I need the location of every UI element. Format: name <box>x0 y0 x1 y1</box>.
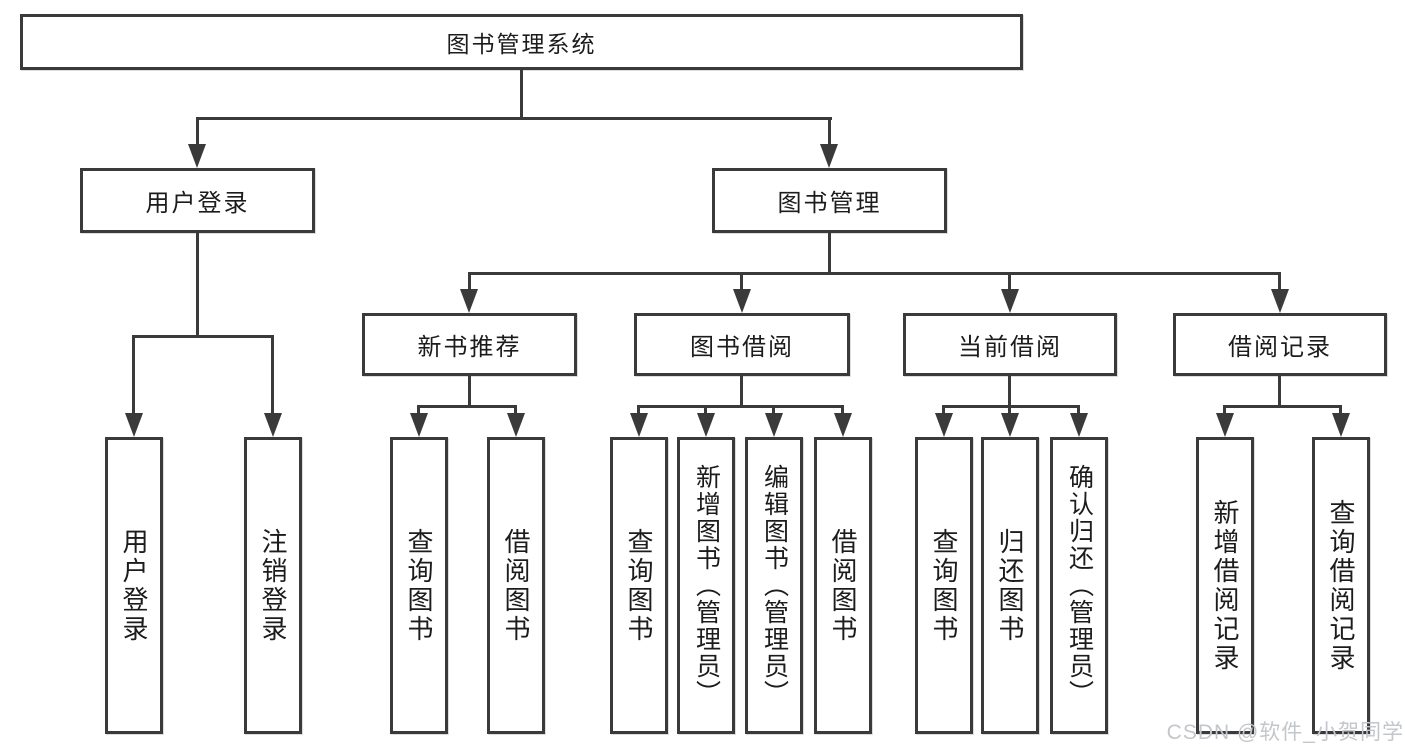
node-borrow-records: 借阅记录 <box>1173 313 1387 376</box>
connector-line <box>468 272 1281 275</box>
arrow-down-icon <box>834 413 852 437</box>
arrow-down-icon <box>264 413 282 437</box>
connector-line <box>1223 405 1226 419</box>
arrow-down-icon <box>125 413 143 437</box>
leaf-query-books-current: 查询图书 <box>915 437 973 734</box>
node-new-book-recommend: 新书推荐 <box>362 313 577 376</box>
connector-line <box>417 405 517 408</box>
node-library-system: 图书管理系统 <box>20 14 1023 70</box>
connector-line <box>196 117 832 120</box>
arrow-down-icon <box>733 289 751 313</box>
arrow-down-icon <box>1001 289 1019 313</box>
arrow-down-icon <box>630 413 648 437</box>
connector-line <box>828 233 831 274</box>
leaf-query-books-recommend: 查询图书 <box>390 437 448 734</box>
connector-line <box>828 117 831 147</box>
connector-line <box>942 405 1080 408</box>
connector-line <box>637 405 640 419</box>
leaf-add-book-admin: 新增图书（管理员） <box>677 437 735 734</box>
node-book-management: 图书管理 <box>712 168 947 233</box>
connector-line <box>271 335 274 417</box>
arrow-down-icon <box>460 289 478 313</box>
arrow-down-icon <box>410 413 428 437</box>
leaf-user-login: 用户登录 <box>105 437 163 734</box>
connector-line <box>1339 405 1342 419</box>
arrow-down-icon <box>1070 413 1088 437</box>
watermark: CSDN @软件_小贺同学 <box>1166 721 1404 744</box>
connector-line <box>132 335 274 338</box>
leaf-edit-book-admin: 编辑图书（管理员） <box>745 437 803 734</box>
arrow-down-icon <box>188 144 206 168</box>
leaf-query-books-borrow: 查询图书 <box>610 437 668 734</box>
arrow-down-icon <box>820 144 838 168</box>
connector-line <box>637 405 844 408</box>
leaf-query-borrow-record: 查询借阅记录 <box>1312 437 1370 734</box>
connector-line <box>942 405 945 419</box>
node-book-borrow: 图书借阅 <box>634 313 850 376</box>
connector-line <box>196 117 199 147</box>
connector-line <box>520 69 523 118</box>
connector-line <box>1278 272 1281 292</box>
connector-line <box>841 405 844 419</box>
connector-line <box>514 405 517 419</box>
arrow-down-icon <box>765 413 783 437</box>
connector-line <box>704 405 707 419</box>
leaf-logout: 注销登录 <box>244 437 302 734</box>
connector-line <box>196 232 199 337</box>
connector-line <box>740 272 743 292</box>
arrow-down-icon <box>1001 413 1019 437</box>
arrow-down-icon <box>1271 289 1289 313</box>
arrow-down-icon <box>1332 413 1350 437</box>
connector-line <box>1008 272 1011 292</box>
connector-line <box>1008 405 1011 419</box>
node-user-login: 用户登录 <box>80 168 315 233</box>
connector-line <box>468 272 471 292</box>
connector-line <box>132 335 135 417</box>
connector-line <box>740 376 743 408</box>
connector-line <box>1223 405 1342 408</box>
leaf-confirm-return-admin: 确认归还（管理员） <box>1050 437 1108 734</box>
arrow-down-icon <box>1216 413 1234 437</box>
connector-line <box>468 376 471 408</box>
connector-line <box>1278 376 1281 408</box>
arrow-down-icon <box>935 413 953 437</box>
arrow-down-icon <box>697 413 715 437</box>
connector-line <box>772 405 775 419</box>
leaf-return-books: 归还图书 <box>981 437 1039 734</box>
node-current-borrow: 当前借阅 <box>903 313 1117 376</box>
arrow-down-icon <box>507 413 525 437</box>
leaf-borrow-books-recommend: 借阅图书 <box>487 437 545 734</box>
leaf-add-borrow-record: 新增借阅记录 <box>1196 437 1254 734</box>
leaf-borrow-books: 借阅图书 <box>814 437 872 734</box>
connector-line <box>1077 405 1080 419</box>
connector-line <box>417 405 420 419</box>
connector-line <box>1008 376 1011 408</box>
